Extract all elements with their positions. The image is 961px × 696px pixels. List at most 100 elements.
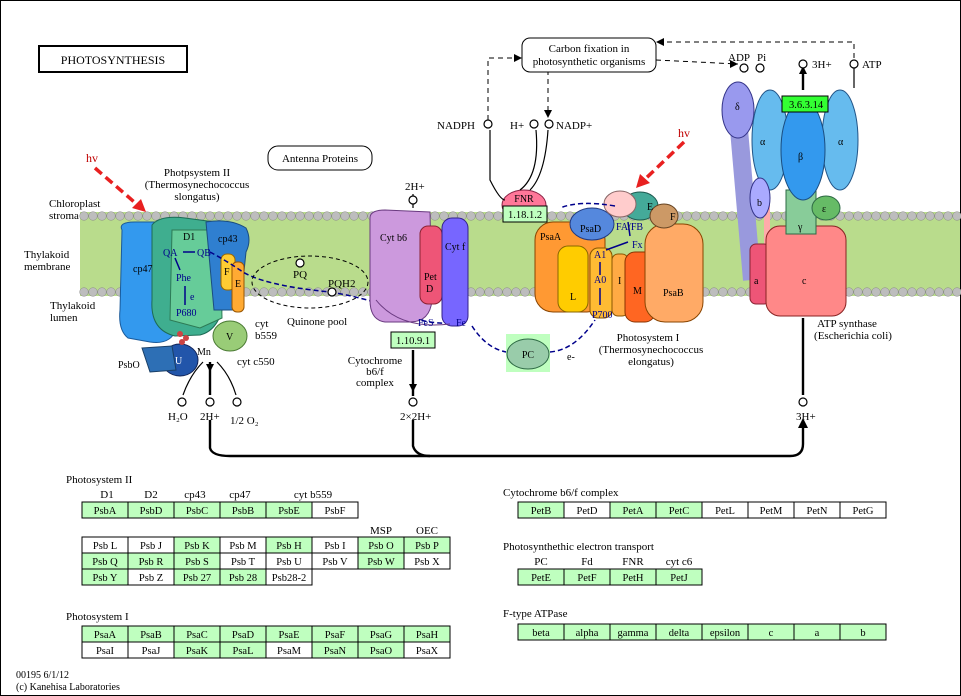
psii-row2-gene[interactable]: Psb L: [93, 541, 117, 552]
psi-row2-gene[interactable]: PsaM: [277, 646, 302, 657]
pet-row1-gene[interactable]: PetJ: [670, 573, 688, 584]
atpase-row1-gene[interactable]: alpha: [576, 628, 599, 639]
psi-row2-gene[interactable]: PsaK: [186, 646, 209, 657]
qa-label: QA: [163, 248, 178, 259]
psi-row1-gene[interactable]: PsaB: [140, 630, 162, 641]
cytb6f-row1-gene[interactable]: PetB: [531, 506, 551, 517]
psi-row1-gene[interactable]: PsaA: [94, 630, 117, 641]
hv-right-arrow: [640, 140, 686, 184]
psii-row4-cell[interactable]: [265, 568, 313, 586]
psii-row4-gene[interactable]: Psb Y: [93, 573, 118, 584]
psii-row1-gene[interactable]: PsbA: [94, 506, 117, 517]
a-label: a: [754, 276, 759, 287]
atpase-row1-cell[interactable]: [839, 623, 887, 641]
psii-row2-gene[interactable]: Psb J: [140, 541, 162, 552]
psii-row3-gene[interactable]: Psb V: [322, 557, 348, 568]
psii-row3-gene[interactable]: Psb R: [139, 557, 164, 568]
psi-row2-gene[interactable]: PsaJ: [142, 646, 161, 657]
psii-row4-gene[interactable]: Psb28-2: [272, 573, 306, 584]
cytb6f-row1-gene[interactable]: PetN: [807, 506, 828, 517]
psii-row3-gene[interactable]: Psb X: [414, 557, 440, 568]
pet-row1-cell[interactable]: [655, 568, 703, 586]
cytb6f-row1-gene[interactable]: PetA: [623, 506, 644, 517]
cytb6f-row1-gene[interactable]: PetD: [577, 506, 598, 517]
psi-row1-gene[interactable]: PsaC: [186, 630, 208, 641]
psii-row3-gene[interactable]: Psb W: [367, 557, 395, 568]
psii-row4-gene[interactable]: Psb 28: [229, 573, 257, 584]
pet-row1-gene[interactable]: PetE: [531, 573, 551, 584]
psii-row1-gene[interactable]: PsbC: [186, 506, 208, 517]
psii-row2-gene[interactable]: Psb O: [368, 541, 394, 552]
lipid-head: [952, 287, 961, 297]
psii-row2-gene[interactable]: Psb K: [184, 541, 210, 552]
lipid-head: [862, 211, 872, 221]
atp-synthase[interactable]: [721, 81, 859, 317]
cytb6f-row1-gene[interactable]: PetG: [853, 506, 874, 517]
psii-row3-gene[interactable]: Psb U: [276, 557, 302, 568]
psi-row1-gene[interactable]: PsaH: [416, 630, 439, 641]
cytochrome-b6f[interactable]: [369, 209, 469, 327]
psii-row2-gene[interactable]: Psb I: [324, 541, 346, 552]
chloroplast-stroma-2: stroma: [49, 210, 79, 222]
psii-row1-gene[interactable]: PsbF: [324, 506, 345, 517]
lipid-head: [943, 287, 953, 297]
map-title[interactable]: PHOTOSYNTHESIS: [38, 45, 188, 73]
pet-row1-gene[interactable]: PetF: [577, 573, 596, 584]
psii-row3-gene[interactable]: Psb S: [185, 557, 209, 568]
cytb6f-row1-gene[interactable]: PetM: [760, 506, 783, 517]
adp-label: ADP: [728, 52, 750, 64]
psii-row1-gene[interactable]: PsbD: [140, 506, 163, 517]
atpase-row1-gene[interactable]: c: [769, 628, 774, 639]
ec-1-18-1-2[interactable]: 1.18.1.2: [502, 205, 548, 223]
psi-row1-gene[interactable]: PsaE: [279, 630, 300, 641]
psi-row2-cell[interactable]: [403, 641, 451, 659]
3h-top-label: 3H+: [812, 59, 832, 71]
alpha-left-label: α: [760, 137, 766, 148]
psii-row4-gene[interactable]: Psb Z: [139, 573, 163, 584]
psi-row2-gene[interactable]: PsaO: [370, 646, 393, 657]
cytb6f-row1-gene[interactable]: PetC: [669, 506, 689, 517]
cytb6f-row1-gene[interactable]: PetL: [715, 506, 735, 517]
psii-row2-gene[interactable]: Psb M: [229, 541, 257, 552]
antenna-proteins-box[interactable]: Antenna Proteins: [267, 145, 373, 171]
psi-row2-gene[interactable]: PsaX: [416, 646, 439, 657]
psi-row1-gene[interactable]: PsaF: [325, 630, 346, 641]
lipid-head: [214, 211, 224, 221]
photosystem-ii[interactable]: [119, 216, 250, 377]
plastocyanin[interactable]: PC: [506, 334, 550, 372]
photosystem-i[interactable]: [534, 190, 704, 323]
atpase-row1-gene[interactable]: epsilon: [710, 628, 741, 639]
atpase-row1-gene[interactable]: a: [815, 628, 820, 639]
psi-row2-gene[interactable]: PsaN: [324, 646, 347, 657]
3h-bottom-label: 3H+: [796, 411, 816, 423]
psii-row3-gene[interactable]: Psb Q: [92, 557, 118, 568]
psii-row1-gene[interactable]: PsbB: [232, 506, 254, 517]
psi-row1-gene[interactable]: PsaG: [370, 630, 393, 641]
quinone-pool[interactable]: [251, 255, 369, 309]
e-minus-label: e-: [567, 352, 575, 363]
atpase-row1-gene[interactable]: delta: [669, 628, 690, 639]
psii-row3-cell[interactable]: [403, 552, 451, 570]
pet-row1-gene[interactable]: PetH: [623, 573, 644, 584]
psii-row4-gene[interactable]: Psb 27: [183, 573, 211, 584]
psii-row2-gene[interactable]: Psb H: [276, 541, 302, 552]
psii-row1-cell[interactable]: [311, 501, 359, 519]
cytb6f-row1-cell[interactable]: [839, 501, 887, 519]
atpase-row1-gene[interactable]: gamma: [618, 628, 649, 639]
ec-1-10-9-1[interactable]: 1.10.9.1: [390, 331, 436, 349]
e2-label: E: [235, 279, 241, 290]
psii-row2-gene[interactable]: Psb P: [415, 541, 439, 552]
psi-row1-gene[interactable]: PsaD: [232, 630, 255, 641]
lipid-head: [547, 211, 557, 221]
psii-row1-gene[interactable]: PsbE: [278, 506, 300, 517]
atpase-row1-gene[interactable]: beta: [532, 628, 550, 639]
psii-title-1: Photpsystem II: [164, 167, 231, 179]
lipid-head: [475, 287, 485, 297]
psi-row2-gene[interactable]: PsaL: [233, 646, 254, 657]
atpase-row1-gene[interactable]: b: [860, 628, 865, 639]
ec-3-6-3-14[interactable]: 3.6.3.14: [789, 100, 824, 111]
carbon-fixation-box[interactable]: Carbon fixation in photosynthetic organi…: [521, 37, 657, 73]
psii-row3-gene[interactable]: Psb T: [231, 557, 256, 568]
psi-row2-gene[interactable]: PsaI: [96, 646, 115, 657]
hplus-top-label: H+: [510, 120, 524, 132]
